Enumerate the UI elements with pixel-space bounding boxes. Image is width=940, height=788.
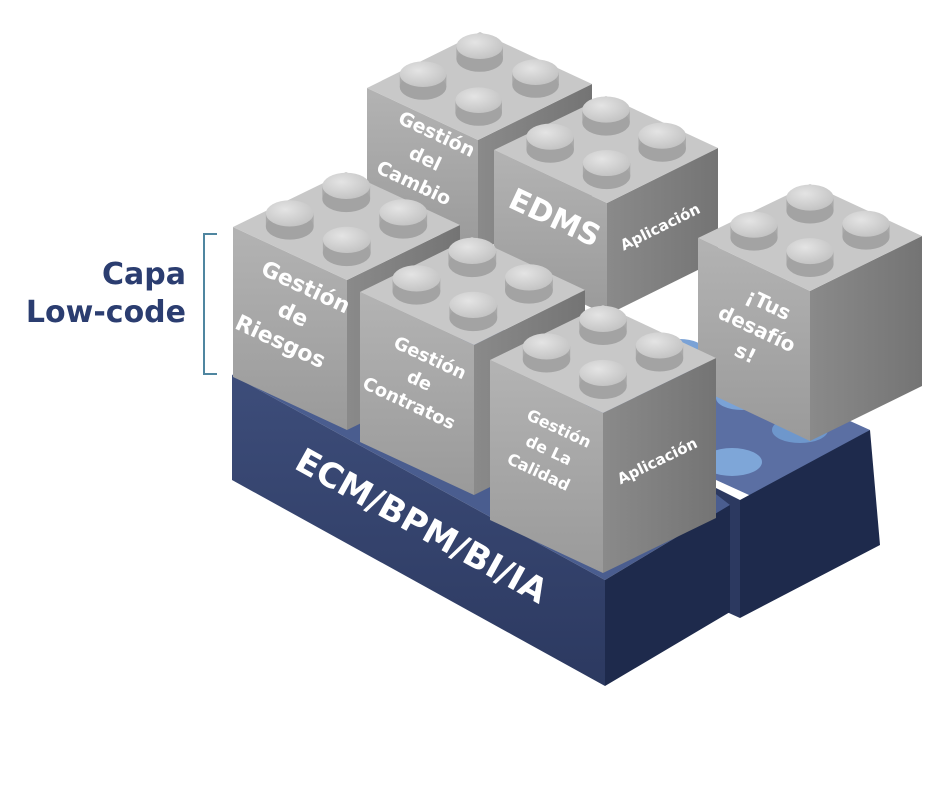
base-side (605, 505, 730, 686)
brick-stud (786, 184, 834, 224)
brick-stud (730, 211, 778, 251)
layer-label-line-1: Capa (102, 257, 186, 292)
brick-stud (455, 87, 502, 126)
layer-label-line-2: Low-code (25, 295, 186, 330)
brick-side-face (607, 148, 718, 315)
brick-stud (322, 172, 371, 213)
base-front (232, 375, 605, 686)
brick-stud (512, 59, 559, 98)
brick-stud (265, 200, 314, 240)
brick-stud (322, 226, 371, 267)
brick-tus-desafios: ¡Tusdesafíos! (698, 184, 922, 441)
brick-side-face (810, 236, 922, 441)
brick-stud (635, 332, 684, 372)
brick-stud (582, 96, 630, 136)
brick-top-face (233, 172, 460, 280)
brick-top-face (360, 237, 585, 345)
brick-top-face (698, 184, 922, 291)
brick-top-face (367, 32, 592, 140)
brick-stud (842, 210, 890, 250)
brick-stud (505, 264, 553, 304)
brick-stud (579, 359, 627, 400)
brick-stud (379, 199, 428, 239)
brick-stud (526, 123, 574, 163)
brick-front-face (233, 227, 347, 430)
brick-stud (449, 291, 498, 332)
brick-front-face (360, 292, 474, 495)
brick-stud (522, 333, 571, 373)
brick-stud (456, 33, 503, 72)
brick-side-face (603, 358, 716, 573)
brick-top-face (490, 305, 716, 413)
base-stud (702, 448, 762, 476)
brick-stud (579, 305, 627, 346)
brick-stud (638, 122, 686, 162)
brick-stud (392, 265, 441, 305)
brick-stud (399, 61, 447, 100)
brick-stud (448, 237, 497, 278)
brick-front-face (490, 360, 603, 573)
brick-stud (786, 238, 834, 278)
layer-bracket (203, 233, 217, 375)
layer-label: Capa Low-code (8, 256, 186, 332)
brick-front-face (698, 238, 810, 441)
brick-stud (582, 149, 631, 190)
base-extension-side (740, 430, 880, 618)
